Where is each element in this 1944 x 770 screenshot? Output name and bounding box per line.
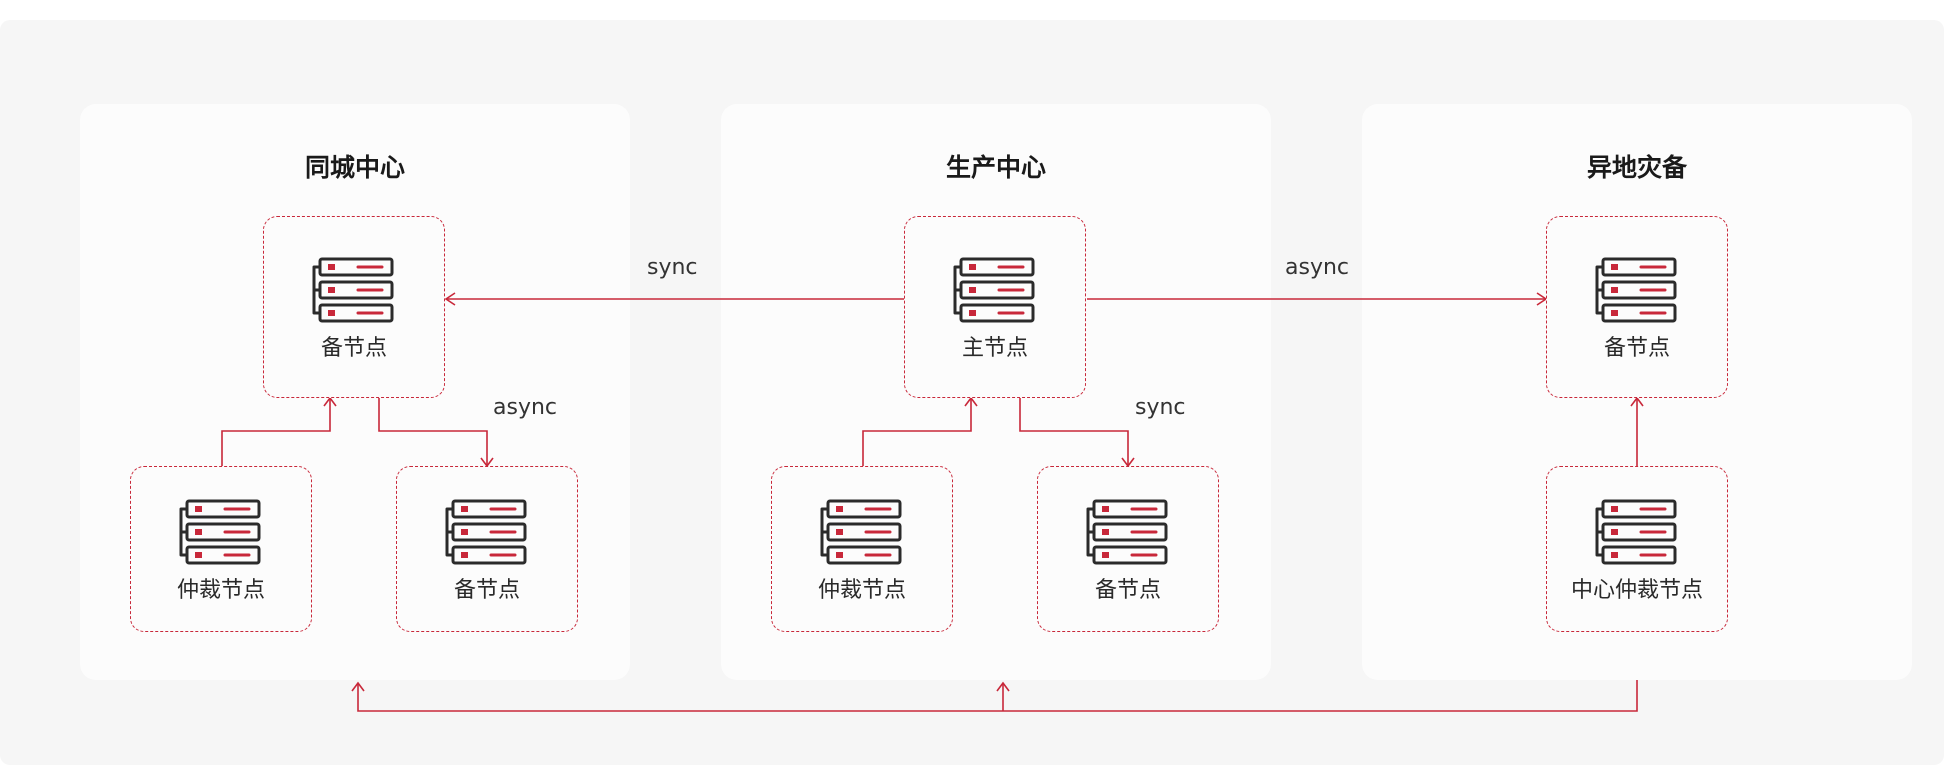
node-label: 备节点 xyxy=(1603,336,1670,361)
edge-label-async-same-city: async xyxy=(493,395,558,420)
node-production-arbiter[interactable]: 仲裁节点 xyxy=(771,466,953,632)
server-rack-icon xyxy=(1595,257,1677,323)
server-rack-icon xyxy=(1595,499,1677,565)
server-rack-icon xyxy=(820,499,902,565)
edge-label-sync: sync xyxy=(647,255,698,280)
edge-label-async: async xyxy=(1285,255,1350,280)
node-label: 备节点 xyxy=(320,336,387,361)
node-label: 主节点 xyxy=(961,336,1028,361)
node-label: 备节点 xyxy=(453,578,520,603)
node-same-city-arbiter[interactable]: 仲裁节点 xyxy=(130,466,312,632)
node-label: 中心仲裁节点 xyxy=(1570,578,1703,603)
server-rack-icon xyxy=(179,499,261,565)
panel-title-production: 生产中心 xyxy=(945,153,1046,182)
node-primary[interactable]: 主节点 xyxy=(904,216,1086,398)
node-label: 仲裁节点 xyxy=(817,578,906,603)
node-label: 仲裁节点 xyxy=(176,578,265,603)
node-remote-standby[interactable]: 备节点 xyxy=(1546,216,1728,398)
node-same-city-standby-2[interactable]: 备节点 xyxy=(396,466,578,632)
panel-title-remote-dr: 异地灾备 xyxy=(1586,153,1687,182)
node-same-city-standby[interactable]: 备节点 xyxy=(263,216,445,398)
node-label: 备节点 xyxy=(1094,578,1161,603)
panel-title-same-city: 同城中心 xyxy=(304,153,405,182)
server-rack-icon xyxy=(953,257,1035,323)
server-rack-icon xyxy=(445,499,527,565)
server-rack-icon xyxy=(312,257,394,323)
node-production-standby[interactable]: 备节点 xyxy=(1037,466,1219,632)
edge-label-sync-production: sync xyxy=(1135,395,1186,420)
server-rack-icon xyxy=(1086,499,1168,565)
node-center-arbiter[interactable]: 中心仲裁节点 xyxy=(1546,466,1728,632)
